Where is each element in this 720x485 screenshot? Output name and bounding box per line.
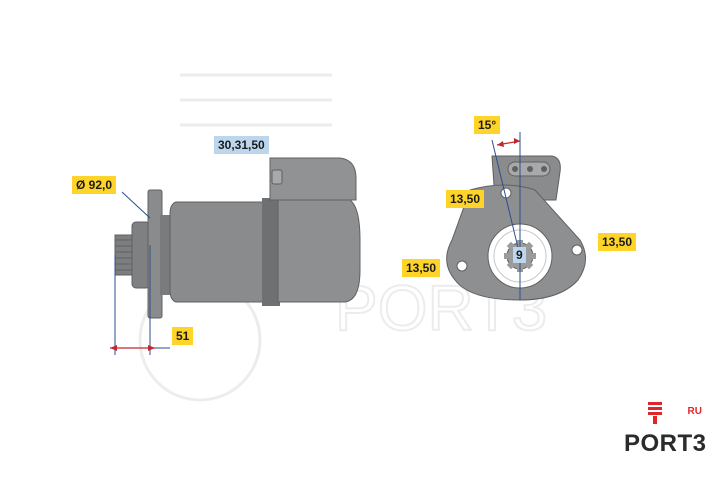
piston-icon (648, 402, 662, 424)
main-body (169, 201, 271, 303)
terminals-label: 30,31,50 (214, 136, 269, 154)
logo-suffix: RU (687, 406, 702, 417)
angle-label: 15° (474, 116, 501, 134)
starter-side-view (110, 157, 361, 355)
offset-label: 51 (172, 327, 194, 345)
hole-right (571, 244, 583, 256)
solenoid-terminal (271, 169, 283, 185)
motor-housing (277, 197, 361, 303)
hole-bottom-left (456, 260, 468, 272)
angled-axis (491, 139, 521, 257)
hole-right-label: 13,50 (598, 233, 637, 251)
diameter-label: Ø 92,0 (72, 176, 117, 194)
pinion (114, 234, 134, 276)
brand-logo: RU PORT3 (624, 402, 706, 458)
solenoid (269, 157, 357, 201)
starter-front-view (446, 132, 586, 301)
diameter-leader (121, 191, 151, 219)
pinion-teeth-label: 9 (513, 247, 526, 263)
hole-top-left-label: 13,50 (446, 190, 485, 208)
nose (131, 221, 151, 289)
body-band (262, 198, 280, 306)
hole-bottom-left-label: 13,50 (402, 259, 441, 277)
logo-wordmark: PORT3 (624, 430, 707, 457)
